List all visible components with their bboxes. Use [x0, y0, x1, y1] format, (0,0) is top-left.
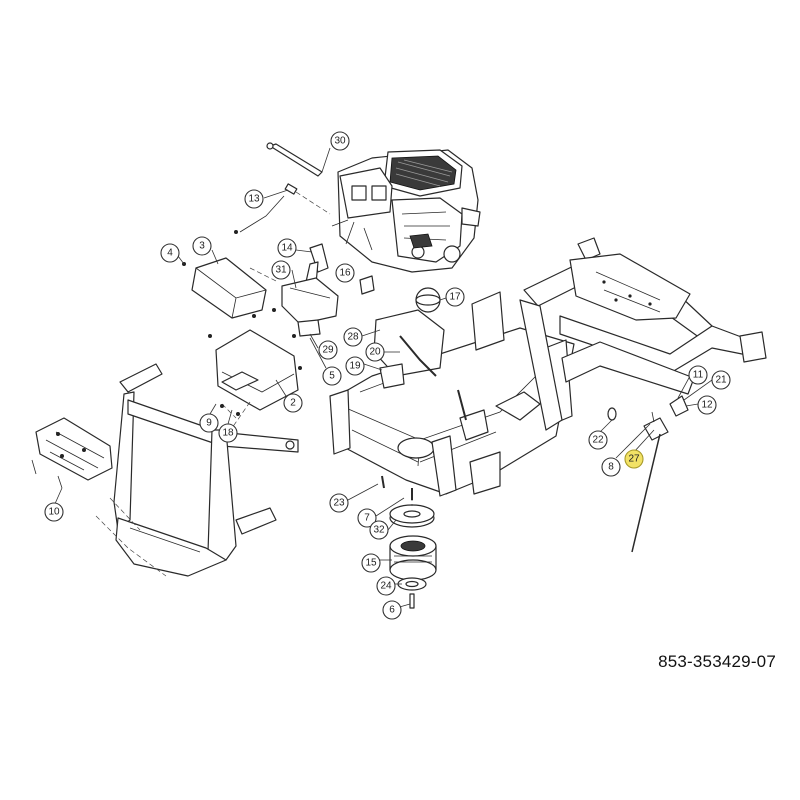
callout-32: 32 [369, 520, 389, 540]
callout-13: 13 [244, 189, 264, 209]
svg-text:23: 23 [333, 498, 345, 509]
svg-text:18: 18 [222, 428, 234, 439]
callout-14: 14 [277, 238, 297, 258]
throttle-bracket [305, 243, 329, 285]
svg-text:15: 15 [365, 558, 377, 569]
callout-7: 7 [357, 508, 377, 528]
svg-text:3: 3 [199, 241, 205, 252]
svg-text:17: 17 [449, 292, 461, 303]
svg-text:5: 5 [329, 371, 335, 382]
callout-19: 19 [345, 356, 365, 376]
svg-text:20: 20 [369, 347, 381, 358]
callouts: 30 13 4 3 14 16 31 17 28 20 19 29 5 2 9 … [44, 131, 731, 620]
hardware-bolts [182, 230, 413, 500]
svg-text:31: 31 [275, 265, 287, 276]
svg-text:19: 19 [349, 361, 361, 372]
battery-tray [215, 329, 299, 429]
callout-23: 23 [329, 493, 349, 513]
fuel-line [239, 183, 331, 233]
svg-text:12: 12 [701, 400, 713, 411]
callout-31: 31 [271, 260, 291, 280]
main-frame [329, 287, 575, 497]
callout-17: 17 [445, 287, 465, 307]
callout-24: 24 [376, 576, 396, 596]
callout-5: 5 [322, 366, 342, 386]
svg-text:10: 10 [48, 507, 60, 518]
callout-15: 15 [361, 553, 381, 573]
svg-text:21: 21 [715, 375, 727, 386]
svg-text:22: 22 [592, 435, 604, 446]
leader-lines [53, 147, 713, 609]
brake-rod-assembly [607, 395, 689, 553]
svg-text:29: 29 [322, 345, 334, 356]
callout-28: 28 [343, 327, 363, 347]
callout-18: 18 [218, 423, 238, 443]
svg-text:11: 11 [693, 370, 704, 381]
diagram-part-number: 853-353429-07 [658, 652, 776, 671]
callout-10: 10 [44, 502, 64, 522]
callout-3: 3 [192, 236, 212, 256]
callout-16: 16 [335, 263, 355, 283]
callout-21: 21 [711, 370, 731, 390]
svg-text:6: 6 [389, 605, 395, 616]
svg-text:27: 27 [628, 454, 640, 465]
callout-9: 9 [199, 413, 219, 433]
svg-text:28: 28 [347, 332, 359, 343]
callout-6: 6 [382, 600, 402, 620]
dipstick-tube [266, 142, 323, 177]
battery [191, 257, 279, 319]
svg-text:24: 24 [380, 581, 392, 592]
foot-plate [31, 417, 113, 489]
callout-8: 8 [601, 457, 621, 477]
svg-text:9: 9 [206, 418, 212, 429]
engine [331, 149, 481, 273]
clamp [359, 275, 375, 295]
rear-frame [519, 237, 767, 431]
svg-text:16: 16 [339, 268, 351, 279]
svg-text:7: 7 [364, 513, 370, 524]
svg-text:14: 14 [281, 243, 293, 254]
callout-11: 11 [688, 365, 708, 385]
callout-27: 27 [624, 449, 644, 469]
callout-22: 22 [588, 430, 608, 450]
callout-29: 29 [318, 340, 338, 360]
pto-clutch-stack [389, 496, 437, 609]
callout-2: 2 [283, 393, 303, 413]
svg-text:8: 8 [608, 462, 614, 473]
muffler [281, 277, 339, 337]
svg-text:2: 2 [290, 398, 296, 409]
callout-12: 12 [697, 395, 717, 415]
callout-30: 30 [330, 131, 350, 151]
callout-20: 20 [365, 342, 385, 362]
callout-4: 4 [160, 243, 180, 263]
svg-text:30: 30 [334, 136, 346, 147]
svg-text:13: 13 [248, 194, 260, 205]
svg-text:32: 32 [373, 525, 385, 536]
front-bumper [95, 363, 299, 577]
svg-text:4: 4 [167, 248, 173, 259]
